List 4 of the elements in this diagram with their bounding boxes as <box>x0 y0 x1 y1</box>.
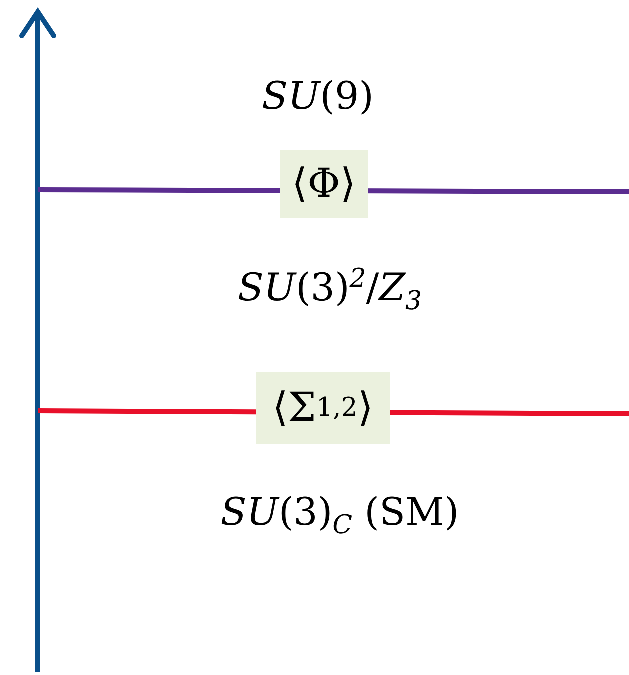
symmetry-group-label: SU(3)$^{2}$/Z$_{3}$ <box>238 264 422 316</box>
symmetry-group-label: SU(9) <box>262 74 374 118</box>
vev-label: ⟨Φ⟩ <box>280 150 368 218</box>
symmetry-group-label: SU(3)$_{C}$ (SM) <box>220 490 460 541</box>
